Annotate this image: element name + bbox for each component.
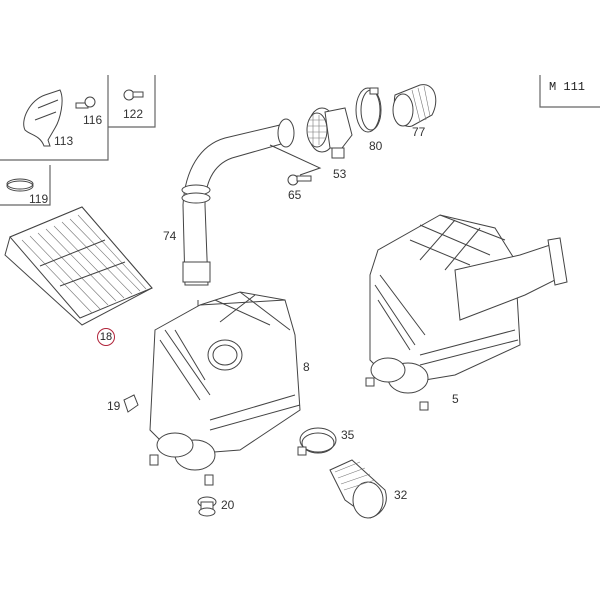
part-label-5[interactable]: 5 — [452, 392, 459, 406]
part-label-53[interactable]: 53 — [333, 167, 347, 181]
intake-hose-32-icon — [329, 459, 387, 519]
screw-65-icon — [287, 174, 312, 186]
part-label-32[interactable]: 32 — [394, 488, 408, 502]
part-label-113[interactable]: 113 — [54, 134, 74, 148]
part-label-122[interactable]: 122 — [123, 107, 144, 121]
bolt-116-icon — [75, 96, 96, 109]
part-label-119[interactable]: 119 — [29, 192, 49, 206]
part-label-74[interactable]: 74 — [163, 229, 177, 243]
clamp-119-icon — [6, 178, 34, 192]
intake-pipe-74-icon — [181, 118, 295, 286]
intake-hose-77-icon — [392, 84, 437, 127]
clamp-80-icon — [355, 87, 382, 133]
part-label-8[interactable]: 8 — [303, 360, 310, 374]
part-label-77[interactable]: 77 — [412, 125, 426, 139]
part-label-18-highlighted[interactable]: 18 — [97, 328, 115, 346]
clip-19-icon — [123, 394, 139, 413]
part-label-19[interactable]: 19 — [107, 399, 121, 413]
part-label-65[interactable]: 65 — [288, 188, 302, 202]
air-filter-element-18-icon — [4, 206, 153, 326]
model-label: M 111 — [549, 80, 586, 94]
part-label-35[interactable]: 35 — [341, 428, 355, 442]
clamp-35-icon — [297, 427, 337, 456]
part-label-20[interactable]: 20 — [221, 498, 235, 512]
air-mass-sensor-53-icon — [306, 107, 353, 159]
air-filter-assembly-5-icon — [365, 214, 568, 411]
air-filter-housing-8-icon — [149, 291, 301, 486]
rubber-mount-20-icon — [197, 496, 217, 517]
bracket-113-icon — [23, 89, 63, 147]
part-label-116[interactable]: 116 — [83, 113, 103, 127]
bolt-122-icon — [123, 89, 144, 101]
part-label-80[interactable]: 80 — [369, 139, 383, 153]
